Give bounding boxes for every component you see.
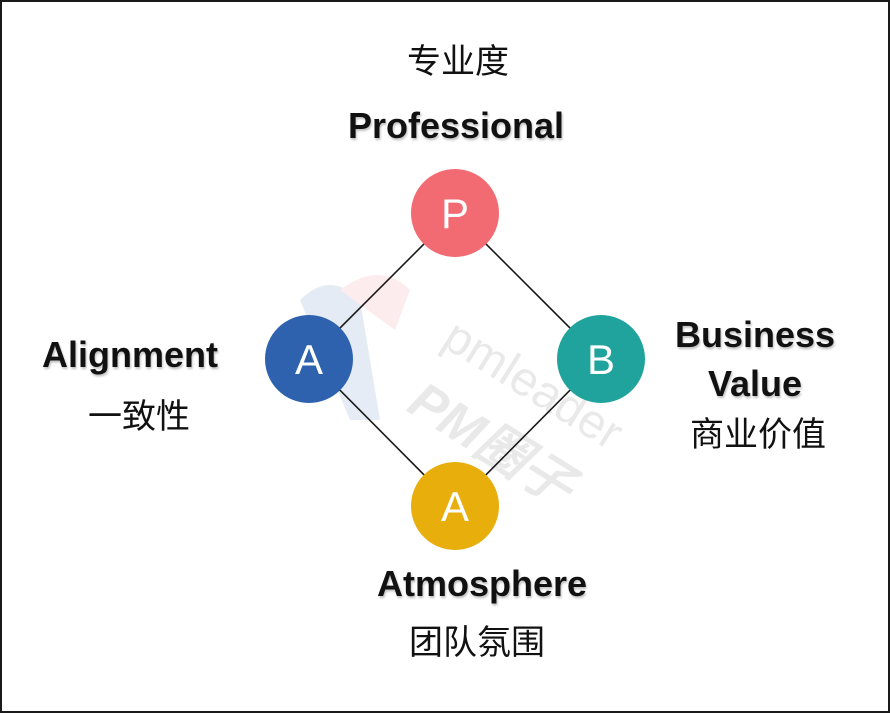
- node-alignment-letter: A: [295, 336, 323, 383]
- business-value-label-en-line2: Value: [707, 363, 803, 404]
- professional-label-zh: 专业度: [407, 42, 509, 82]
- business-value-label-zh: 商业价值: [690, 415, 826, 455]
- atmosphere-label-en: Atmosphere: [376, 563, 588, 604]
- node-alignment: A: [265, 315, 353, 403]
- node-business-value-circle: [557, 315, 645, 403]
- professional-label-en: Professional: [347, 105, 565, 146]
- watermark-logo-icon-accent: [340, 275, 410, 330]
- node-atmosphere: A: [411, 462, 499, 550]
- node-atmosphere-circle: [411, 462, 499, 550]
- business-value-label-en-line1: Business: [674, 314, 836, 355]
- atmosphere-label-zh: 团队氛围: [409, 623, 545, 663]
- node-alignment-circle: [265, 315, 353, 403]
- node-business-value: B: [557, 315, 645, 403]
- alignment-label-en: Alignment: [42, 334, 218, 375]
- node-atmosphere-letter: A: [441, 483, 469, 530]
- node-professional: P: [411, 169, 499, 257]
- node-professional-letter: P: [441, 190, 469, 237]
- node-business-value-letter: B: [587, 336, 615, 383]
- alignment-label-zh: 一致性: [88, 397, 190, 437]
- node-professional-circle: [411, 169, 499, 257]
